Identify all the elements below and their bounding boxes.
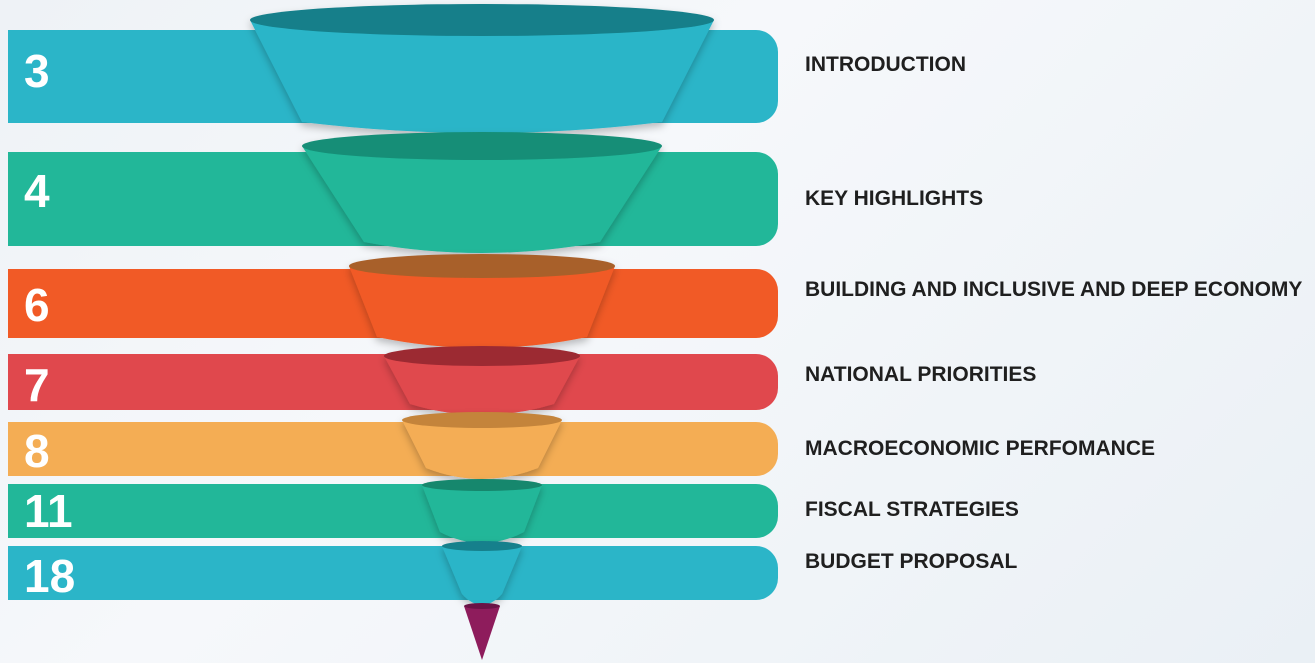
section-band-2 (8, 269, 778, 338)
funnel-tip (464, 603, 500, 660)
section-page-number: 3 (24, 45, 50, 97)
section-band-5 (8, 484, 778, 538)
section-title: MACROECONOMIC PERFOMANCE (805, 437, 1155, 460)
section-title: BUDGET PROPOSAL (805, 550, 1018, 573)
section-page-number: 6 (24, 279, 50, 331)
section-band-3 (8, 354, 778, 410)
section-title: BUILDING AND INCLUSIVE AND DEEP ECONOMY (805, 278, 1303, 301)
section-page-number: 4 (24, 165, 50, 217)
section-page-number: 7 (24, 359, 50, 411)
funnel-tip-rim (464, 603, 500, 609)
section-title: FISCAL STRATEGIES (805, 498, 1019, 521)
funnel-tip-body (464, 606, 500, 660)
section-title: INTRODUCTION (805, 53, 966, 76)
section-band-1 (8, 152, 778, 246)
section-page-number: 18 (24, 550, 76, 602)
section-title: KEY HIGHLIGHTS (805, 187, 984, 210)
section-page-number: 8 (24, 425, 50, 477)
section-page-number: 11 (24, 485, 73, 537)
section-title: NATIONAL PRIORITIES (805, 363, 1037, 386)
section-band-4 (8, 422, 778, 476)
section-band-0 (8, 30, 778, 123)
section-band-6 (8, 546, 778, 600)
